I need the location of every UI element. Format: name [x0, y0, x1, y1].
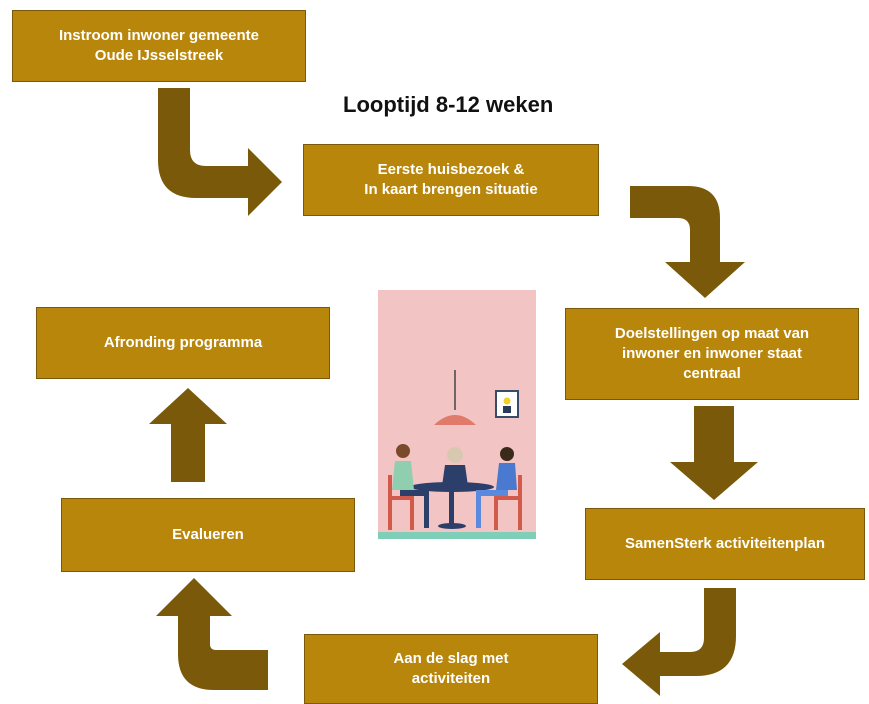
step-aan-de-slag: Aan de slag met activiteiten: [304, 634, 598, 704]
step-doelstellingen: Doelstellingen op maat van inwoner en in…: [565, 308, 859, 400]
arrow-huisbezoek-to-doelstellingen: [630, 186, 745, 298]
arrow-instroom-to-huisbezoek: [158, 88, 282, 216]
step-instroom: Instroom inwoner gemeente Oude IJsselstr…: [12, 10, 306, 82]
arrow-activiteitenplan-to-aandeslag: [622, 588, 736, 696]
step-evalueren: Evalueren: [61, 498, 355, 572]
arrow-evalueren-to-afronding: [149, 388, 227, 482]
step-huisbezoek: Eerste huisbezoek & In kaart brengen sit…: [303, 144, 599, 216]
step-afronding: Afronding programma: [36, 307, 330, 379]
arrow-aandeslag-to-evalueren: [156, 578, 268, 690]
diagram-title: Looptijd 8-12 weken: [343, 92, 554, 117]
step-activiteitenplan: SamenSterk activiteitenplan: [585, 508, 865, 580]
arrow-doelstellingen-to-activiteitenplan: [670, 406, 758, 500]
